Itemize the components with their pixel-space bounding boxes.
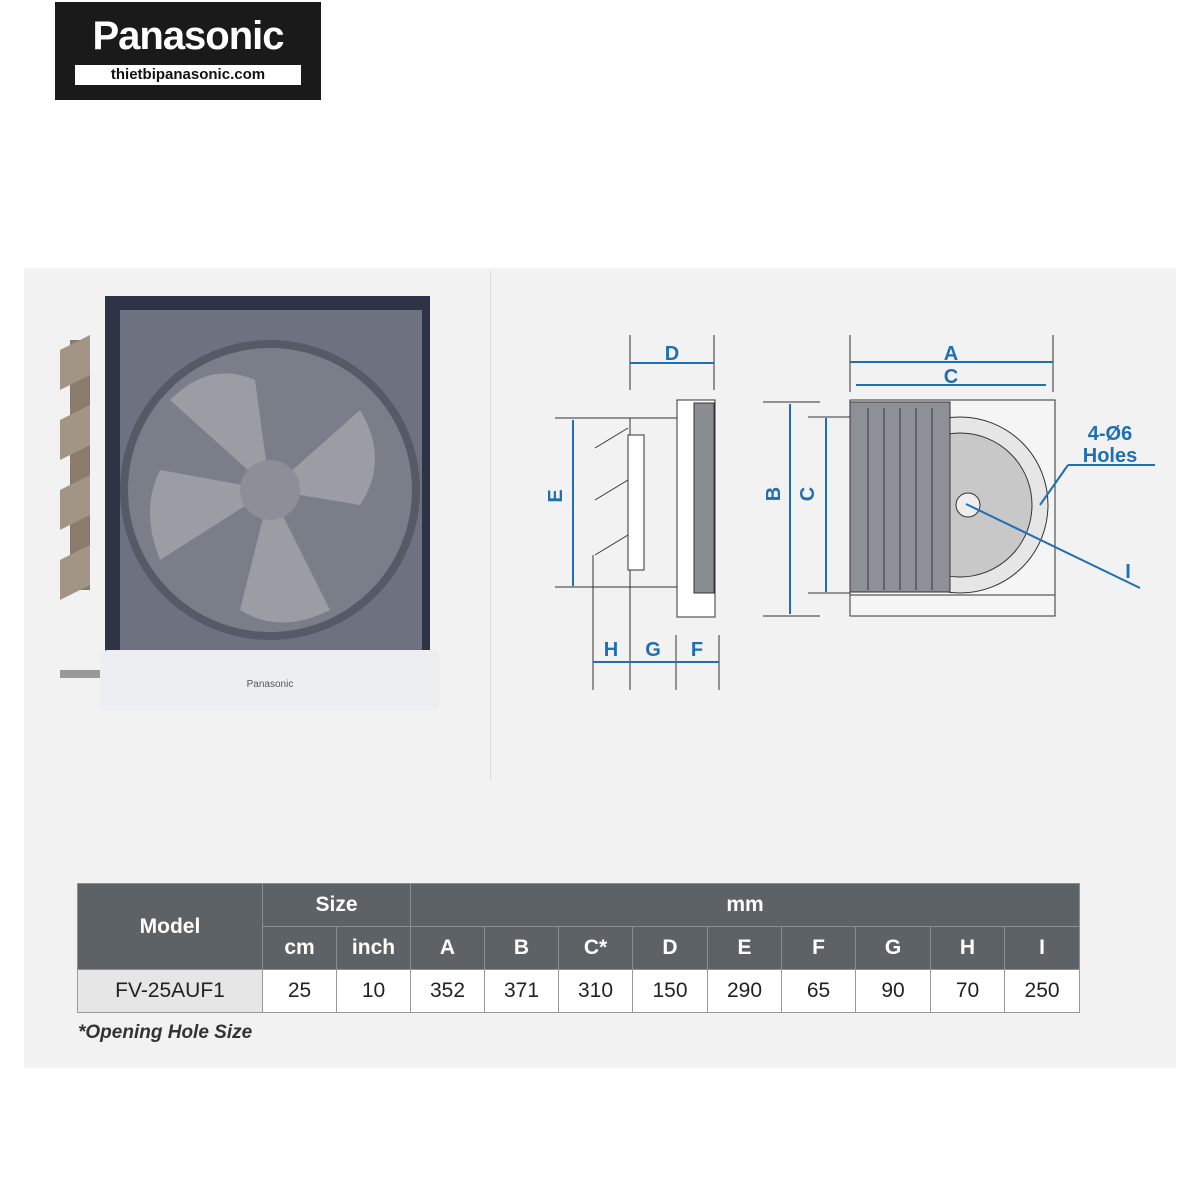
- cell-a: 352: [410, 969, 485, 1013]
- cell-b: 371: [484, 969, 559, 1013]
- cell-g: 90: [855, 969, 931, 1013]
- dim-label-c-height: C: [797, 487, 819, 501]
- dim-label-d: D: [665, 343, 679, 365]
- header-size: Size: [262, 883, 411, 927]
- header-inch: inch: [336, 926, 411, 970]
- header-model: Model: [77, 883, 263, 970]
- header-e: E: [707, 926, 782, 970]
- header-h: H: [930, 926, 1005, 970]
- header-c: C*: [558, 926, 633, 970]
- dim-label-b: B: [763, 487, 785, 501]
- cell-d: 150: [632, 969, 708, 1013]
- header-d: D: [632, 926, 708, 970]
- dim-label-c-width: C: [944, 366, 958, 388]
- logo-url: thietbipanasonic.com: [75, 65, 301, 85]
- header-b: B: [484, 926, 559, 970]
- cell-model: FV-25AUF1: [77, 969, 263, 1013]
- logo-brand: Panasonic: [92, 14, 284, 58]
- header-f: F: [781, 926, 856, 970]
- cell-inch: 10: [336, 969, 411, 1013]
- dim-label-f: F: [691, 639, 703, 661]
- cell-f: 65: [781, 969, 856, 1013]
- footnote: *Opening Hole Size: [78, 1022, 253, 1043]
- header-mm: mm: [409, 883, 1081, 927]
- header-g: G: [855, 926, 931, 970]
- dim-label-i: I: [1125, 561, 1131, 583]
- holes-label-line1: 4-Ø6: [1088, 423, 1132, 445]
- dim-label-a: A: [944, 343, 958, 365]
- spec-table: Model Size mm cm inch A B C* D E F G H I…: [77, 883, 1081, 1013]
- cell-cm: 25: [262, 969, 337, 1013]
- fan-brand-label: Panasonic: [247, 679, 294, 690]
- front-view-diagram: A C B C 4-Ø6 Holes I: [763, 335, 1155, 617]
- fan-product-photo: Panasonic: [60, 296, 440, 710]
- header-i: I: [1003, 926, 1081, 970]
- cell-h: 70: [930, 969, 1005, 1013]
- dim-label-e: E: [545, 489, 567, 502]
- cell-i: 250: [1003, 969, 1081, 1013]
- holes-label-line2: Holes: [1083, 445, 1137, 467]
- dim-label-g: G: [645, 639, 661, 661]
- dim-label-h: H: [604, 639, 618, 661]
- panasonic-logo: Panasonic thietbipanasonic.com: [55, 2, 321, 100]
- cell-e: 290: [707, 969, 782, 1013]
- side-view-diagram: D E H G F: [545, 335, 720, 690]
- cell-c: 310: [558, 969, 633, 1013]
- header-a: A: [410, 926, 485, 970]
- header-cm: cm: [262, 926, 337, 970]
- table-row: FV-25AUF1 25 10 352 371 310 150 290 65 9…: [77, 969, 1081, 1013]
- divider: [490, 270, 491, 780]
